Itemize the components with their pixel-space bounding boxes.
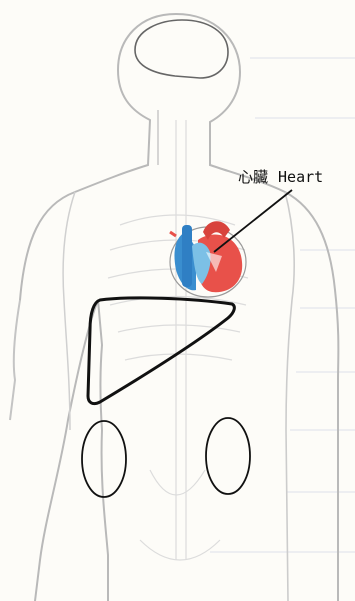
left-arm-outline	[10, 300, 20, 420]
heart-label-chinese: 心臟	[238, 168, 268, 186]
heart-icon	[170, 221, 246, 297]
liver-icon	[88, 298, 234, 404]
heart-annotation-label: 心臟 Heart	[238, 168, 323, 186]
annotation-leader-line	[214, 190, 292, 252]
kidney-icon	[206, 418, 250, 494]
torso-right-edge	[285, 192, 294, 601]
brain-icon	[135, 20, 228, 78]
kidney-icon	[82, 421, 126, 497]
heart-label-english: Heart	[278, 168, 323, 186]
